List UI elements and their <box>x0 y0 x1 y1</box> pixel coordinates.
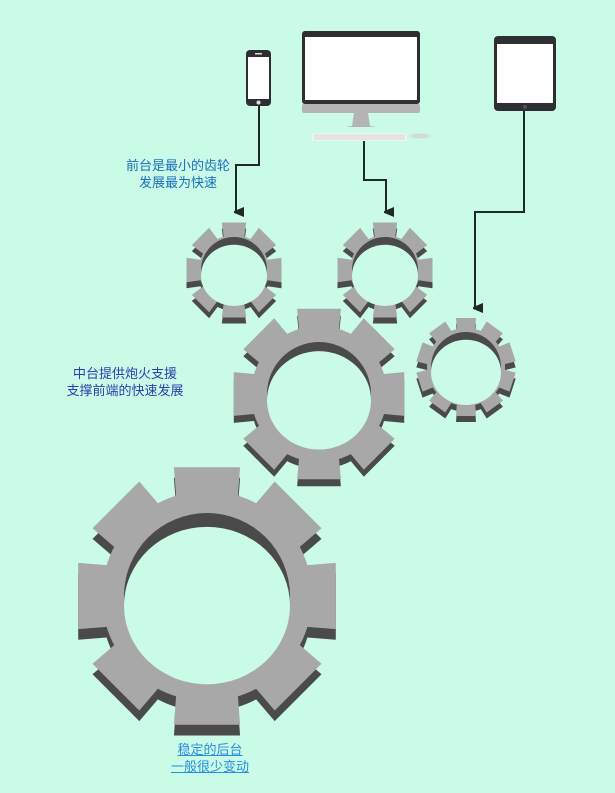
back-label-line1[interactable]: 稳定的后台 <box>177 743 243 758</box>
front-stage-label: 前台是最小的齿轮 发展最为快速 <box>108 158 248 192</box>
middle-platform-label: 中台提供炮火支援 支撑前端的快速发展 <box>40 366 210 400</box>
front-gear-1-icon <box>186 222 282 324</box>
gears <box>78 222 516 736</box>
front-gear-3-icon <box>416 318 516 422</box>
middle-label-line1: 中台提供炮火支援 <box>72 367 177 382</box>
tablet-connector <box>475 110 525 308</box>
middle-label-line2: 支撑前端的快速发展 <box>66 384 184 399</box>
front-label-line1: 前台是最小的齿轮 <box>125 159 230 174</box>
middle-gear-icon <box>233 308 405 487</box>
tablet-icon <box>494 36 556 111</box>
back-end-label[interactable]: 稳定的后台 一般很少变动 <box>140 742 280 776</box>
front-gear-2-icon <box>337 222 433 324</box>
desktop-connector <box>363 140 386 212</box>
front-label-line2: 发展最为快速 <box>138 176 217 191</box>
phone-icon <box>246 50 271 106</box>
back-gear-icon <box>78 467 336 736</box>
phone-connector <box>236 104 260 212</box>
desktop-icon <box>302 31 430 141</box>
back-label-line2[interactable]: 一般很少变动 <box>170 760 249 775</box>
connectors <box>236 104 525 308</box>
